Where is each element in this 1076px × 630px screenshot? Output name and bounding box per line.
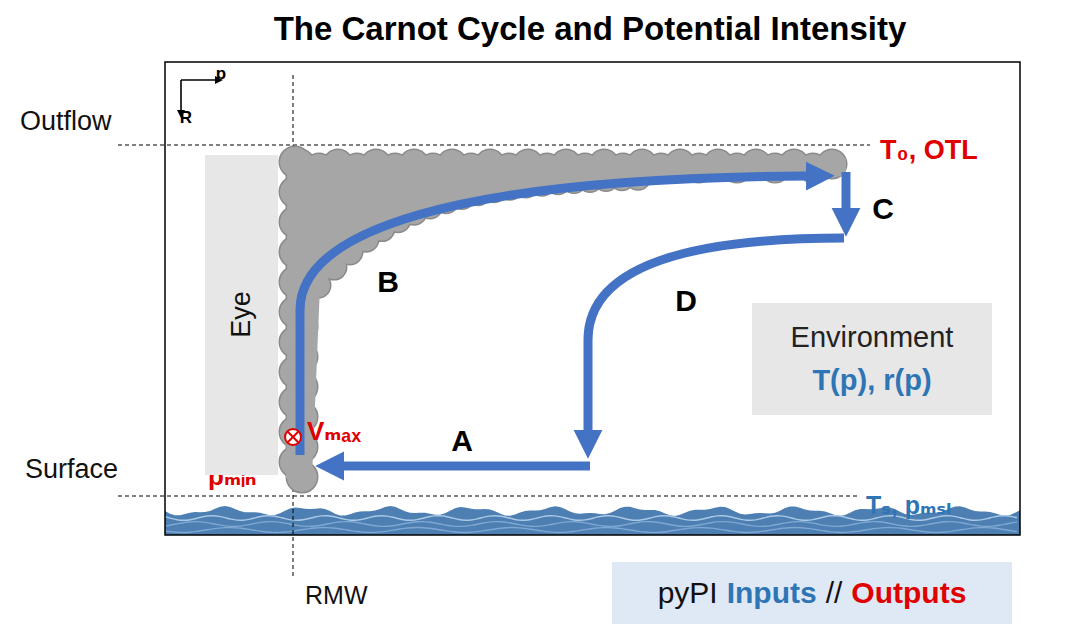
level-label: Outflow [20, 107, 112, 137]
legend-box: pyPI Inputs //Outputs [612, 562, 1012, 624]
input-label: Tₛ, pₘₛₗ [866, 492, 952, 520]
arrow-b [300, 176, 806, 455]
leg-label: D [675, 284, 697, 317]
rmw-label: RMW [305, 582, 367, 610]
level-label: Surface [25, 455, 118, 485]
node-text: Inputs [727, 576, 817, 611]
outflow-level [118, 145, 870, 146]
cloud-puff-edge [287, 462, 317, 492]
output-label: Vₘₐₓ [307, 417, 361, 446]
node-text: Outputs [851, 576, 966, 611]
axes-icon [181, 80, 215, 110]
output-label: T₀, OTL [880, 136, 978, 166]
surface-level [118, 496, 860, 497]
node-text: // [826, 576, 843, 611]
arrow-a [344, 462, 590, 471]
eye-band: Eye [205, 155, 278, 475]
node-text: Environment [791, 321, 954, 354]
cloud-puff [287, 462, 317, 492]
axis-label: R [180, 109, 192, 128]
node-text: Eye [226, 292, 257, 339]
axis-label: p [216, 65, 226, 84]
node-text: T(p), r(p) [812, 364, 931, 397]
vmax-symbol [285, 429, 301, 445]
leg-label: A [451, 424, 473, 457]
leg-label: B [377, 265, 399, 298]
title: The Carnot Cycle and Potential Intensity [274, 11, 907, 47]
environment-box: EnvironmentT(p), r(p) [752, 303, 992, 415]
arrow-c [842, 172, 851, 208]
leg-label: C [872, 192, 894, 225]
node-text: pyPI [658, 576, 718, 611]
